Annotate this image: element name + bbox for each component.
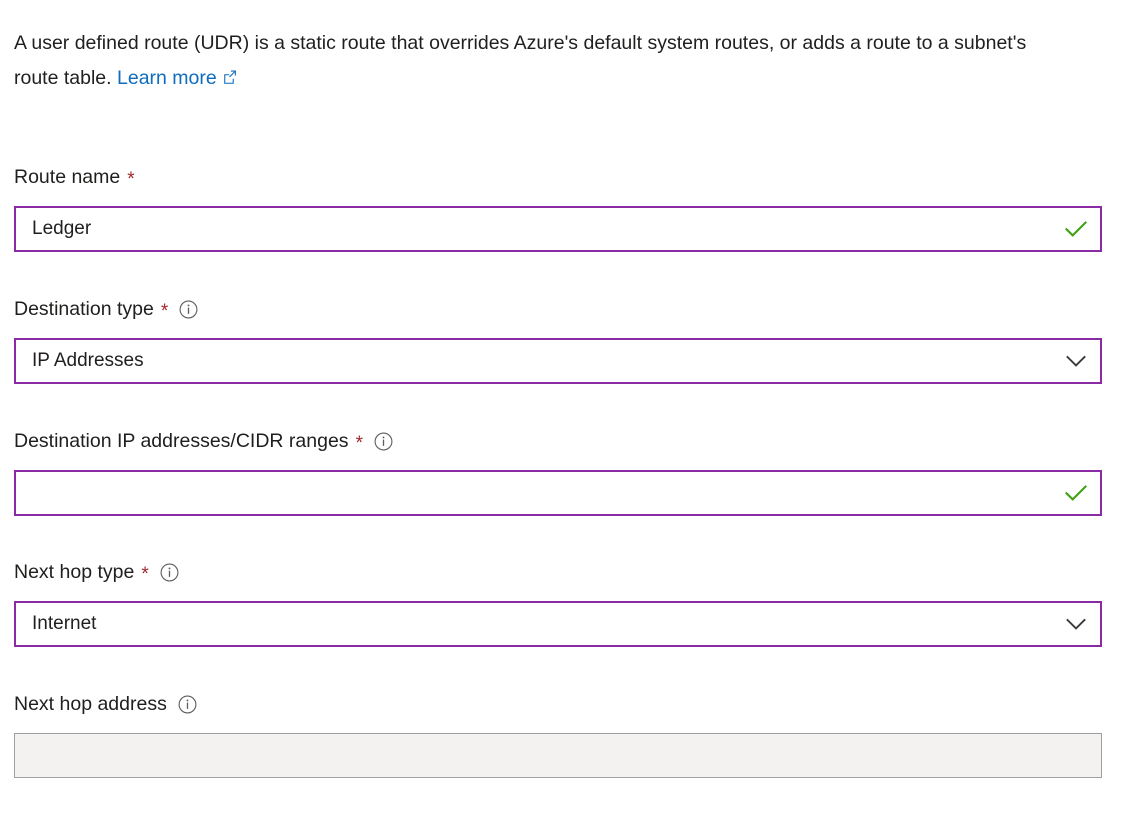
chevron-down-icon[interactable] xyxy=(1052,603,1100,645)
next-hop-type-value: Internet xyxy=(32,613,97,634)
next-hop-address-input xyxy=(14,733,1102,778)
field-next-hop-address: Next hop address xyxy=(14,691,1102,778)
route-name-value: Ledger xyxy=(32,218,92,239)
route-name-input[interactable]: Ledger xyxy=(14,206,1102,252)
info-icon[interactable] xyxy=(374,432,393,451)
destination-type-dropdown[interactable]: IP Addresses xyxy=(14,338,1102,384)
required-indicator: * xyxy=(355,432,363,454)
learn-more-label: Learn more xyxy=(117,67,217,89)
label-text: Next hop address xyxy=(14,693,167,715)
panel-description: A user defined route (UDR) is a static r… xyxy=(14,26,1074,97)
info-icon[interactable] xyxy=(178,695,197,714)
label-text: Next hop type xyxy=(14,561,135,583)
destination-ip-addresses-input[interactable] xyxy=(14,470,1102,516)
required-indicator: * xyxy=(141,563,149,585)
valid-check-icon xyxy=(1052,472,1100,514)
label-text: Route name xyxy=(14,166,121,188)
external-link-icon xyxy=(222,62,238,97)
required-indicator: * xyxy=(127,168,135,190)
field-label-destination-type: Destination type * xyxy=(14,296,1102,322)
valid-check-icon xyxy=(1052,208,1100,250)
description-text: A user defined route (UDR) is a static r… xyxy=(14,32,1027,89)
next-hop-type-dropdown[interactable]: Internet xyxy=(14,601,1102,647)
field-label-next-hop-address: Next hop address xyxy=(14,691,1102,717)
required-indicator: * xyxy=(160,300,169,322)
field-label-route-name: Route name * xyxy=(14,164,1102,190)
learn-more-link[interactable]: Learn more xyxy=(117,67,238,89)
label-text: Destination type xyxy=(14,298,154,320)
info-icon[interactable] xyxy=(179,300,198,319)
chevron-down-icon[interactable] xyxy=(1052,340,1100,382)
field-label-next-hop-type: Next hop type * xyxy=(14,559,1102,585)
destination-type-value: IP Addresses xyxy=(32,350,144,371)
info-icon[interactable] xyxy=(160,563,179,582)
field-destination-type: Destination type * IP Addresses xyxy=(14,296,1102,384)
field-next-hop-type: Next hop type * Internet xyxy=(14,559,1102,647)
field-route-name: Route name * Ledger xyxy=(14,164,1102,252)
field-label-destination-ip-addresses: Destination IP addresses/CIDR ranges * xyxy=(14,428,1102,454)
label-text: Destination IP addresses/CIDR ranges xyxy=(14,430,349,452)
field-destination-ip-addresses: Destination IP addresses/CIDR ranges * xyxy=(14,428,1102,516)
